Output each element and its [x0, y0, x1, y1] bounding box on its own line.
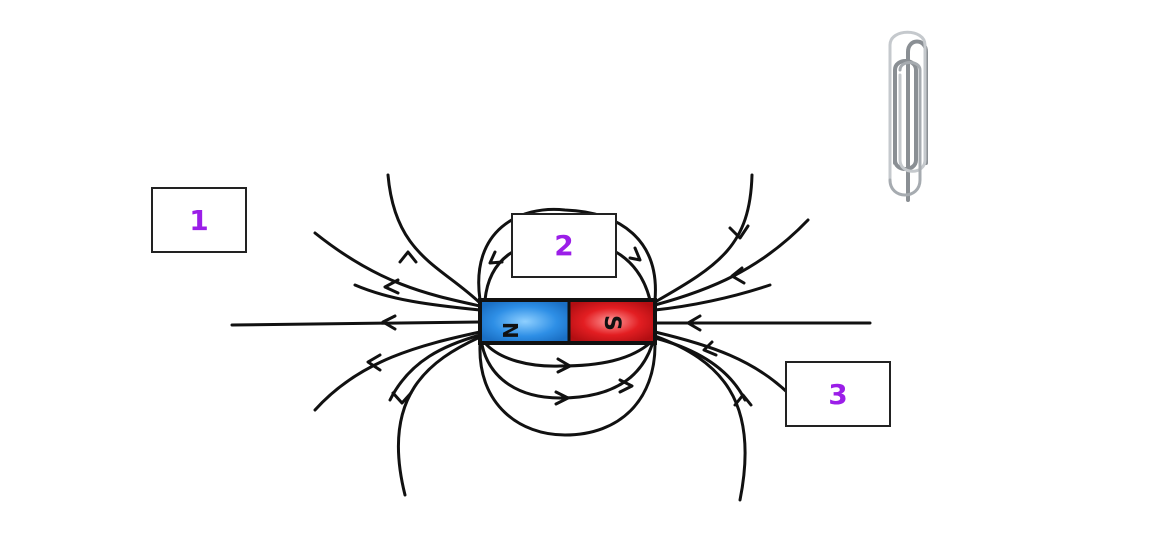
field-line-right-lower-1: [653, 330, 792, 397]
arrowhead-icon: [686, 314, 702, 332]
label-box-3-text: 3: [828, 377, 848, 411]
arrowhead-icon: [618, 378, 634, 394]
paperclip-icon: [888, 30, 928, 202]
field-line-right-upper-3: [653, 283, 772, 312]
arrowhead-icon: [730, 266, 746, 285]
field-line-right-upper-1: [653, 218, 810, 307]
south-pole-letter: S: [599, 315, 624, 331]
arrowhead-icon: [381, 314, 397, 331]
arrowhead-icon: [398, 250, 418, 264]
arrowhead-icon: [383, 278, 400, 295]
field-lines: [230, 173, 872, 502]
label-box-2[interactable]: 2: [511, 213, 617, 278]
field-line-right-lower-2: [653, 334, 747, 502]
arrowheads: [366, 224, 753, 407]
field-line-left-upper-3: [353, 283, 482, 312]
field-loop-top-outer: [477, 207, 657, 302]
field-line-center-left: [230, 320, 482, 327]
arrowhead-icon: [391, 391, 413, 405]
field-line-left-upper-1: [313, 231, 482, 308]
label-box-1-text: 1: [189, 203, 209, 237]
field-line-right-lower-3: [653, 336, 747, 402]
label-box-1[interactable]: 1: [151, 187, 247, 253]
field-line-left-lower-3: [388, 333, 482, 402]
field-loop-bottom-2: [480, 343, 654, 400]
south-pole: [569, 301, 654, 342]
arrowhead-icon: [702, 340, 718, 357]
field-line-left-lower-2: [396, 335, 482, 497]
arrowhead-icon: [488, 250, 504, 265]
arrowhead-icon: [628, 246, 642, 262]
arrowhead-icon: [728, 224, 750, 240]
label-box-2-text: 2: [554, 229, 574, 262]
field-loop-bottom-3: [478, 343, 657, 437]
label-box-3[interactable]: 3: [785, 361, 891, 427]
arrowhead-icon: [556, 357, 572, 374]
field-line-right-upper-2: [653, 173, 754, 304]
north-pole: [481, 301, 569, 342]
arrowhead-icon: [733, 393, 753, 407]
north-pole-letter: N: [498, 322, 522, 339]
field-line-left-lower-1: [313, 330, 482, 412]
arrowhead-icon: [554, 390, 570, 406]
field-line-left-upper-2: [386, 173, 482, 305]
bar-magnet: N S: [478, 298, 657, 345]
field-loop-bottom-1: [483, 341, 652, 368]
arrowhead-icon: [366, 353, 382, 372]
